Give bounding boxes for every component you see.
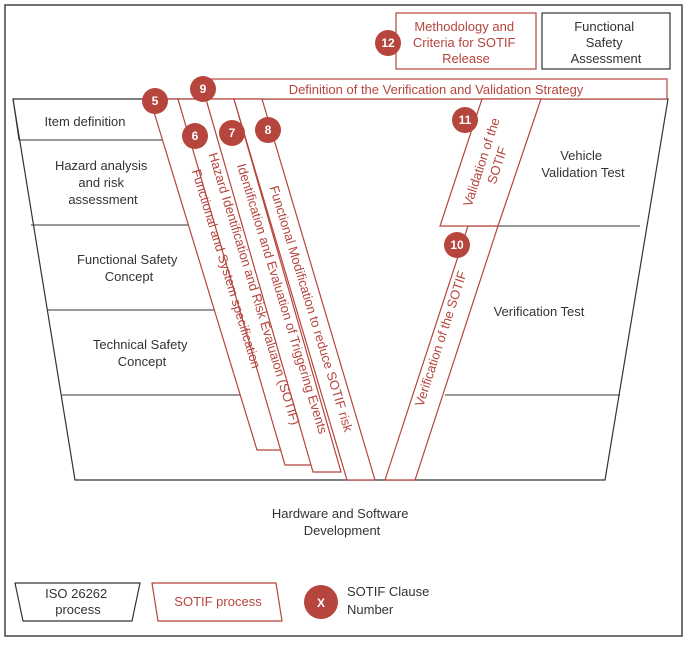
svg-text:9: 9 <box>200 82 207 96</box>
strip-triggering-events <box>205 98 342 473</box>
svg-text:12: 12 <box>381 36 395 50</box>
legend-sotif-shape <box>151 582 283 622</box>
clause-badge-7: 7 <box>219 120 245 146</box>
clause-badge-9: 9 <box>190 76 216 102</box>
methodology-label: Methodology and Criteria for SOTIF Relea… <box>413 19 519 66</box>
svg-text:11: 11 <box>459 113 472 127</box>
legend-clause-marker <box>304 585 338 619</box>
clause-badge-5: 5 <box>142 88 168 114</box>
verification-test-label: Verification Test <box>494 304 585 319</box>
left-sotif-strips <box>149 98 376 481</box>
hardware-software-label: Hardware and Software Development <box>272 506 412 538</box>
legend-iso-label: ISO 26262 process <box>45 586 111 617</box>
item-definition-label: Item definition <box>45 114 126 129</box>
clause-badge-8: 8 <box>255 117 281 143</box>
legend: ISO 26262 process SOTIF process X SOTIF … <box>14 582 433 622</box>
hazard-analysis-label: Hazard analysis and risk assessment <box>55 158 151 207</box>
functional-safety-assessment-label: Functional Safety Assessment <box>571 19 642 66</box>
functional-safety-concept-label: Functional Safety Concept <box>77 252 181 284</box>
strip-functional-modification <box>233 98 376 481</box>
svg-text:8: 8 <box>265 123 272 137</box>
legend-iso-shape <box>14 582 141 622</box>
svg-text:7: 7 <box>229 126 236 140</box>
legend-clause-marker-text: X <box>317 596 325 610</box>
svg-text:10: 10 <box>450 238 464 252</box>
technical-safety-concept-label: Technical Safety Concept <box>93 337 191 369</box>
clause-badge-6: 6 <box>182 123 208 149</box>
right-sotif-strips <box>384 98 542 481</box>
legend-clause-label: SOTIF Clause Number <box>347 584 433 617</box>
strip-validation <box>439 98 542 227</box>
svg-text:5: 5 <box>152 94 159 108</box>
clause-badge-10: 10 <box>444 232 470 258</box>
vehicle-validation-label: Vehicle Validation Test <box>541 148 625 180</box>
functional-safety-assessment-box <box>541 12 671 70</box>
clause-badge-12: 12 <box>375 30 401 56</box>
legend-sotif-label: SOTIF process <box>174 594 262 609</box>
strategy-label: Definition of the Verification and Valid… <box>289 82 584 97</box>
svg-text:6: 6 <box>192 129 199 143</box>
clause-badge-11: 11 <box>452 107 478 133</box>
